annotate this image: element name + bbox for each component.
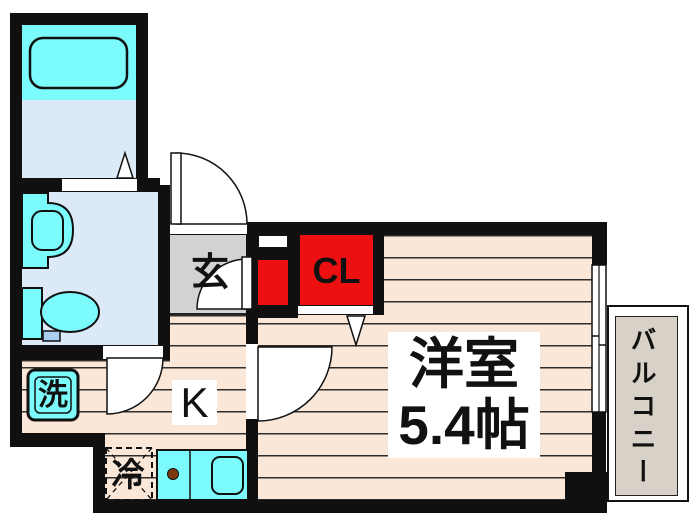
balcony-label: バルコニー bbox=[627, 325, 657, 491]
wall bbox=[10, 13, 148, 25]
closet-label: CL bbox=[312, 250, 361, 291]
main-room-name: 洋室 bbox=[408, 333, 519, 395]
washing-machine-inner-icon bbox=[34, 376, 72, 414]
kitchen-sink-icon bbox=[211, 456, 244, 495]
refrigerator-label: 冷 bbox=[111, 456, 145, 493]
wall bbox=[246, 305, 298, 318]
wall bbox=[93, 500, 607, 513]
entrance-label: 玄 bbox=[190, 252, 229, 294]
bathtub-icon bbox=[28, 36, 129, 90]
entrance-inner-door-leaf bbox=[241, 256, 253, 310]
main-room-size: 5.4帖 bbox=[398, 394, 530, 456]
balcony-deck bbox=[615, 316, 678, 496]
washing-machine-icon bbox=[26, 368, 80, 422]
washing-machine-label: 洗 bbox=[38, 379, 68, 412]
closet-door-sill bbox=[298, 305, 373, 315]
wall bbox=[93, 433, 105, 513]
toilet-tank-icon bbox=[21, 287, 43, 340]
wash-basin-bowl-icon bbox=[31, 210, 64, 251]
wall bbox=[158, 185, 170, 360]
shoe-shelf bbox=[258, 235, 288, 248]
closet-small-block bbox=[258, 260, 288, 305]
wall bbox=[592, 235, 607, 265]
wall bbox=[373, 235, 384, 315]
wall bbox=[247, 222, 607, 235]
closet-block bbox=[300, 235, 373, 305]
closet-arrow-icon bbox=[345, 315, 367, 348]
wall bbox=[258, 248, 288, 260]
room-door-swing-icon bbox=[257, 346, 333, 422]
refrigerator-space-icon bbox=[105, 447, 153, 501]
main-room-label: 洋室 5.4帖 bbox=[388, 332, 540, 458]
entry-door-leaf bbox=[170, 152, 182, 225]
entry-door-swing-icon bbox=[175, 152, 248, 225]
kitchen-label: K bbox=[172, 380, 217, 425]
refrigerator-cross-icon bbox=[105, 447, 153, 501]
toilet-handle-icon bbox=[42, 330, 61, 342]
toilet-door-swing-icon bbox=[106, 357, 164, 415]
wall bbox=[10, 433, 105, 447]
wall bbox=[136, 13, 148, 180]
bath-entry-arrow-icon bbox=[115, 150, 135, 179]
wall bbox=[288, 235, 300, 305]
toilet-bowl-icon bbox=[40, 291, 100, 333]
wall bbox=[565, 472, 607, 512]
bathroom-floor bbox=[22, 100, 136, 178]
refrigerator-cross-icon bbox=[105, 447, 153, 501]
wall bbox=[10, 13, 22, 447]
room-door-opening bbox=[246, 344, 258, 419]
stove-burner-icon bbox=[167, 468, 179, 480]
bath-door-sill bbox=[62, 178, 137, 192]
